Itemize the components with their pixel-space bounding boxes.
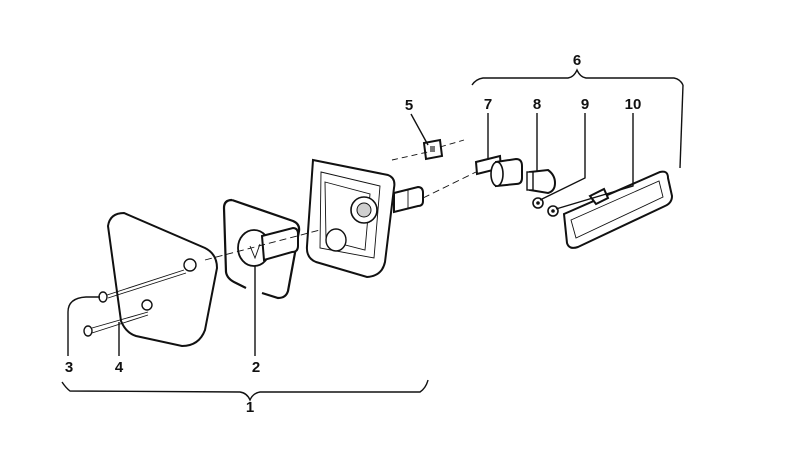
assembly-line-2 (422, 171, 477, 199)
callout-7: 7 (484, 96, 492, 113)
callout-9: 9 (581, 96, 589, 113)
callout-2: 2 (252, 359, 260, 376)
clip-nut-5 (422, 138, 444, 161)
callout-3: 3 (65, 359, 73, 376)
leader-9 (539, 113, 586, 201)
leader-10 (555, 113, 634, 210)
leader-5 (410, 113, 429, 146)
leader-6-lamp (679, 84, 684, 169)
lens-screw-hole-upper (183, 258, 197, 272)
callout-8: 8 (533, 96, 541, 113)
bulb-bail-wire (222, 198, 301, 300)
lens-screw-hole-lower (141, 299, 153, 311)
front-lens (106, 211, 219, 348)
lamp-housing (305, 158, 424, 279)
callout-6: 6 (573, 52, 581, 69)
bulb-2 (237, 226, 299, 267)
callout-10: 10 (625, 96, 642, 113)
callout-5: 5 (405, 97, 413, 114)
screw-4 (83, 311, 149, 337)
assembly-line-3 (391, 139, 465, 161)
wedge-bulb-8 (526, 168, 557, 195)
side-marker-lamp (562, 170, 674, 249)
leader-3 (67, 296, 100, 356)
callout-1: 1 (246, 399, 254, 416)
washer-10 (547, 205, 559, 217)
assembly-line-1 (204, 229, 321, 261)
group-1-bracket (61, 379, 429, 402)
screw-3 (98, 269, 187, 303)
group-6-bracket (471, 68, 684, 86)
bulb-socket-7 (474, 154, 523, 188)
callout-4: 4 (115, 359, 124, 376)
